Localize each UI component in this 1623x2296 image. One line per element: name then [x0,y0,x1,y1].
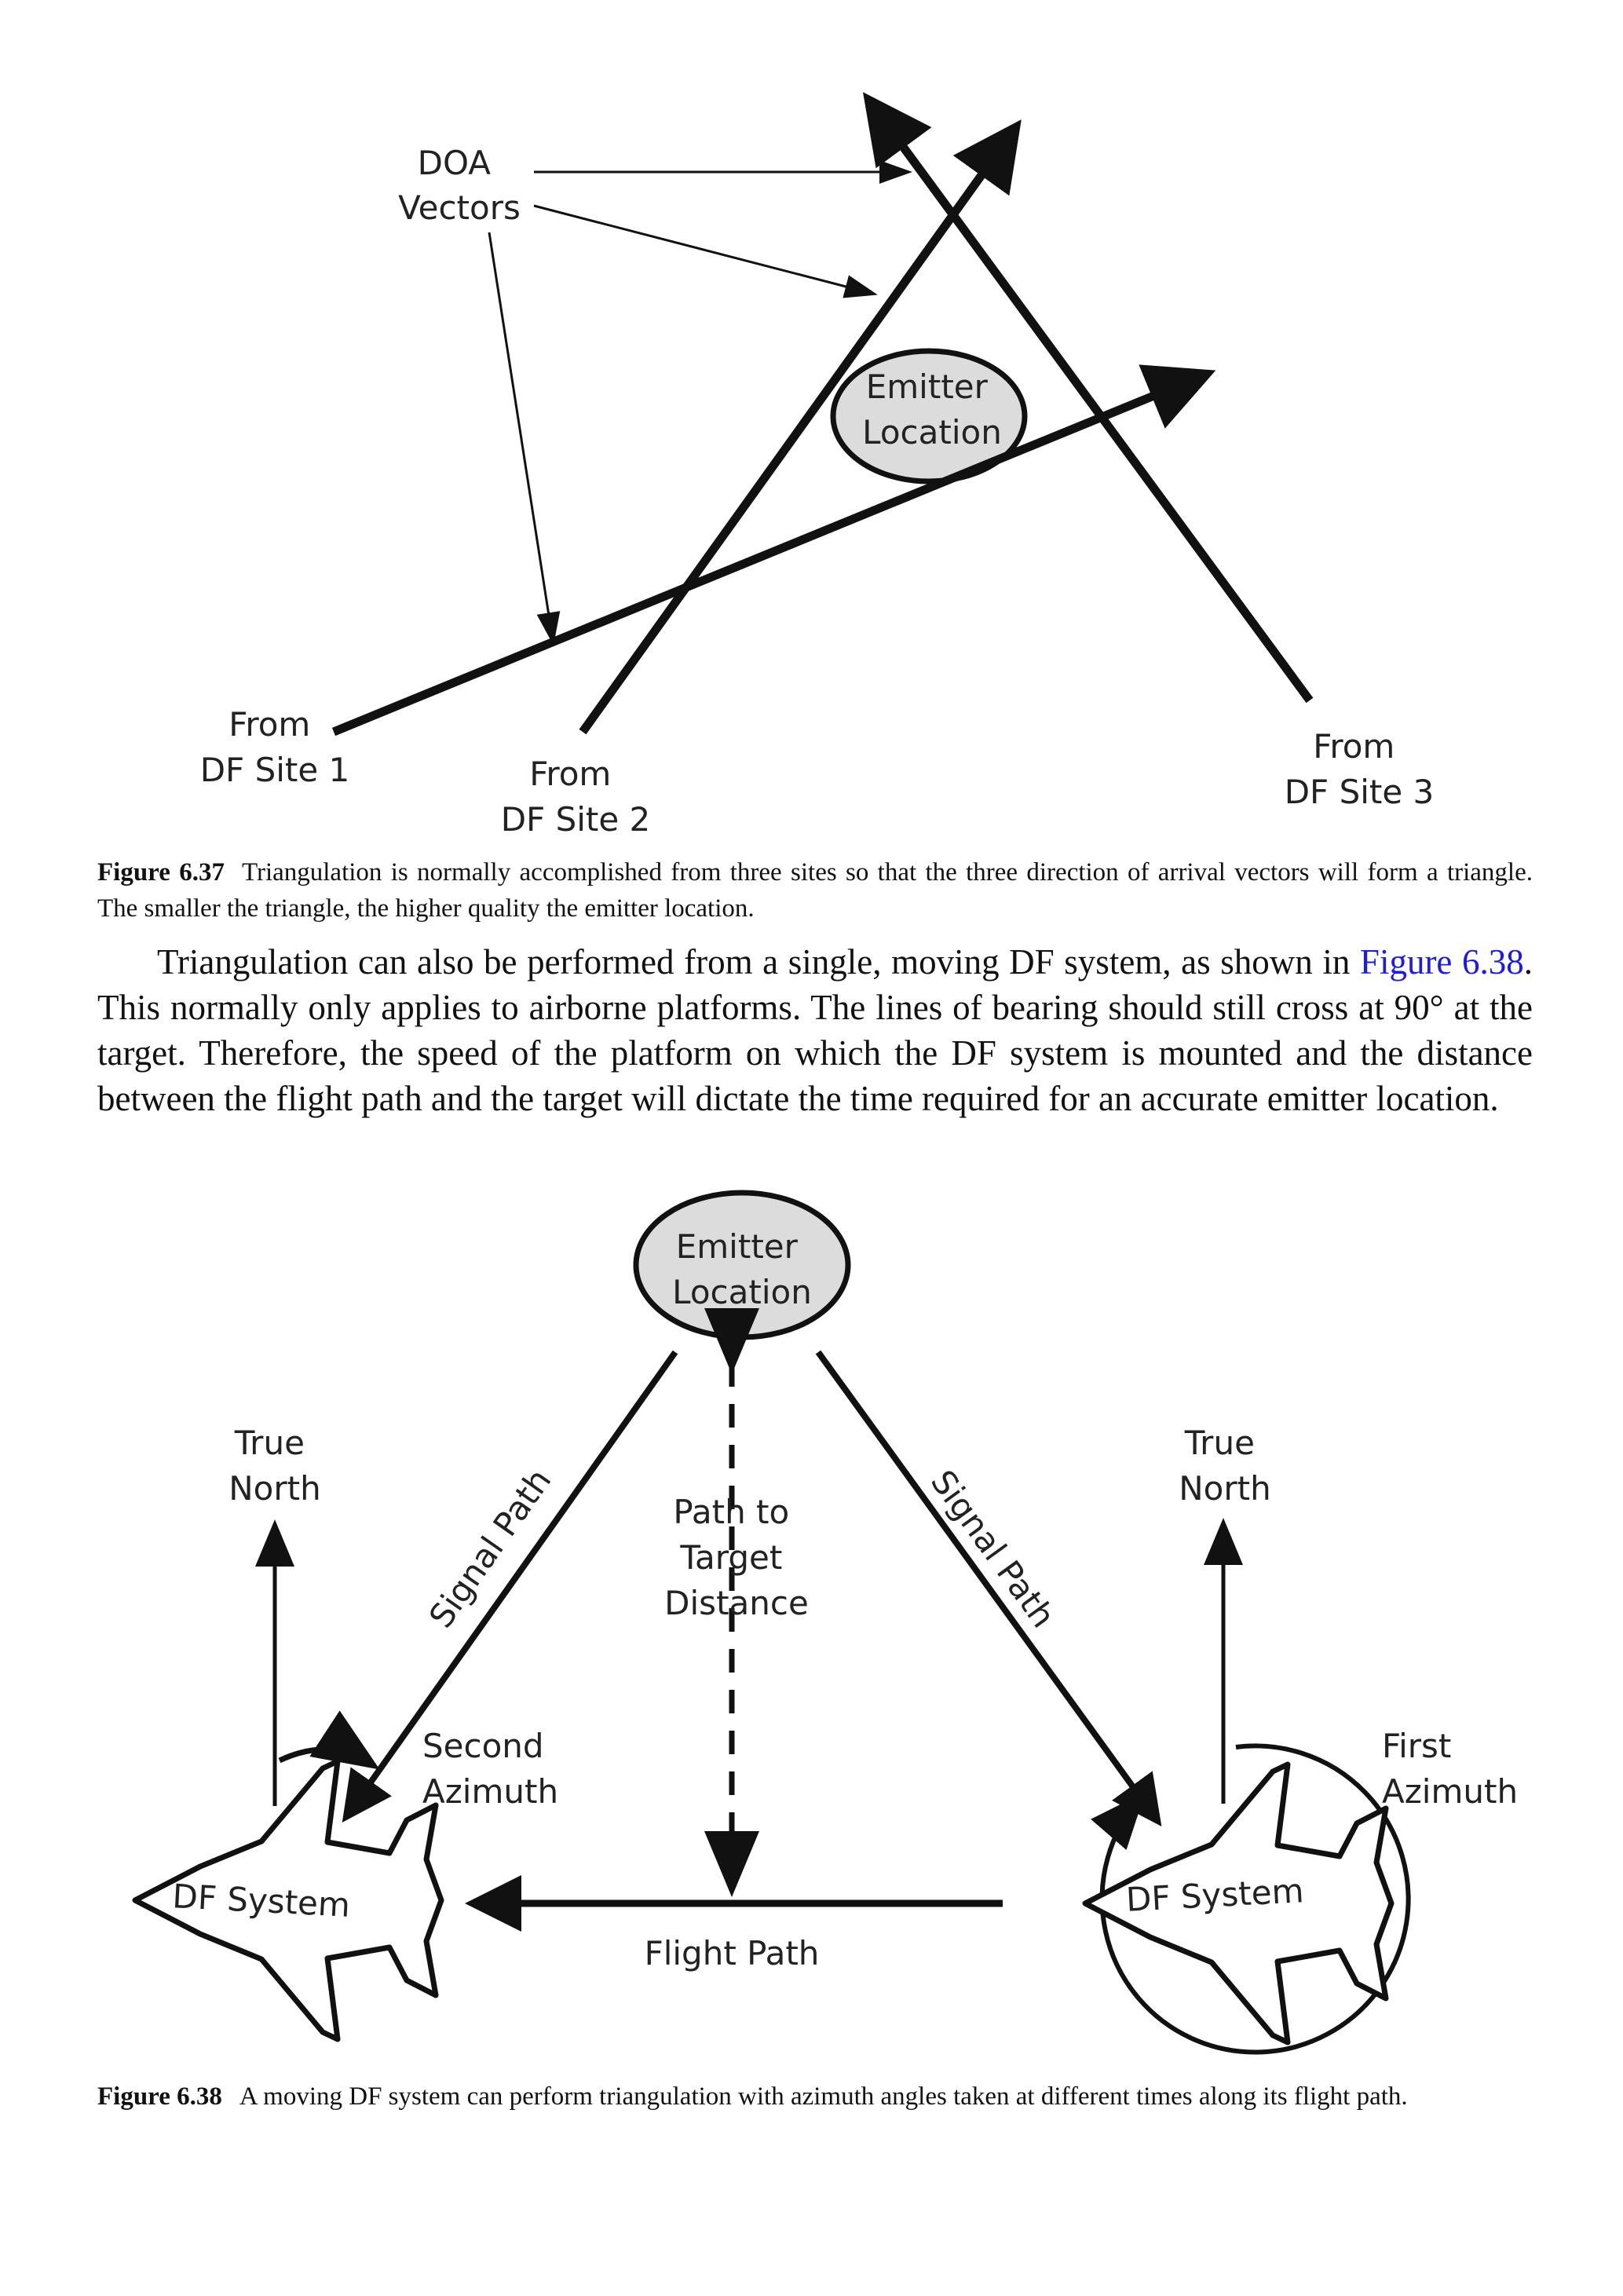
site3-label-line2: DF Site 3 [1285,773,1435,811]
flight-path-text: Flight Path [645,1934,820,1972]
emitter-label-line1: Emitter [866,367,989,406]
doa-label: DOA Vectors [398,144,521,227]
site3-label: From DF Site 3 [1285,727,1435,811]
figure-6-38-link[interactable]: Figure 6.38 [1359,942,1524,982]
signal-path-left-line [342,1350,678,1823]
true-north-right-line1: True [1184,1424,1255,1462]
doa-vector-site3 [862,92,1314,704]
site1-label: From DF Site 1 [200,705,350,789]
doa-pointer-arrow-2 [533,204,878,298]
figure-6-37-caption-text: Triangulation is normally accomplished f… [97,858,1533,923]
distance-label-line3: Distance [664,1584,809,1622]
site3-label-line1: From [1313,727,1395,766]
second-azimuth-arc [278,1710,380,1770]
figure-6-38-caption-text: A moving DF system can perform triangula… [239,2082,1408,2111]
true-north-left-line1: True [234,1424,305,1462]
doa-label-line2: Vectors [398,188,521,227]
signal-path-right-text: Signal Path [923,1463,1063,1635]
df-system-label-right: DF System [1125,1871,1305,1919]
figure-6-38-number: Figure 6.38 [97,2082,222,2111]
true-north-left-line2: North [228,1469,320,1508]
second-azimuth-line1: Second [422,1727,544,1765]
distance-label: Path to Target Distance [664,1493,809,1622]
site2-label-line2: DF Site 2 [501,800,651,839]
df-system-label-left: DF System [171,1877,351,1925]
signal-path-label-right: Signal Path [923,1463,1063,1635]
figure-6-38-diagram: Emitter Location True North True North S… [132,1190,1518,2055]
true-north-right-line2: North [1179,1469,1270,1508]
df-system-right-text: DF System [1125,1871,1305,1919]
body-text-before-link: Triangulation can also be performed from… [157,942,1360,982]
site1-label-line1: From [228,705,310,744]
figure-6-37-diagram: DOA Vectors Emitter Location From DF Sit… [200,92,1435,839]
flight-path-label: Flight Path [645,1934,820,1972]
first-azimuth-line2: Azimuth [1382,1772,1518,1811]
site1-label-line2: DF Site 1 [200,751,350,789]
first-azimuth-line1: First [1382,1727,1451,1765]
doa-vector-site2 [579,119,1022,735]
second-azimuth-line2: Azimuth [422,1772,558,1811]
emitter-label-2: Emitter Location [672,1227,812,1311]
body-paragraph: Triangulation can also be performed from… [97,939,1533,1121]
first-azimuth-arc [1091,1743,1411,2055]
emitter-label: Emitter Location [862,367,1002,452]
figure-6-38-caption: Figure 6.38 A moving DF system can perfor… [97,2078,1533,2115]
emitter-label-2-line1: Emitter [676,1227,799,1266]
df-aircraft-right [1082,1761,1395,2046]
df-aircraft-left [132,1758,444,2042]
true-north-label-left: True North [228,1424,320,1508]
distance-label-line1: Path to [673,1493,789,1531]
second-azimuth-label: Second Azimuth [422,1727,558,1811]
true-north-label-right: True North [1179,1424,1270,1508]
doa-pointer-arrow-3 [488,232,561,645]
doa-vector-site1 [331,364,1216,737]
emitter-label-2-line2: Location [672,1273,812,1311]
figure-6-37-number: Figure 6.37 [97,858,225,887]
distance-label-line2: Target [679,1538,782,1577]
emitter-label-line2: Location [862,413,1002,452]
body-text-after-link: . This normally only applies to airborne… [97,942,1533,1118]
site2-label: From DF Site 2 [501,755,651,839]
first-azimuth-label: First Azimuth [1382,1727,1518,1811]
df-system-left-text: DF System [171,1877,351,1925]
emitter-ellipse [830,348,1028,484]
signal-path-right-line [815,1350,1162,1826]
doa-label-line1: DOA [418,144,492,182]
site2-label-line1: From [529,755,611,793]
